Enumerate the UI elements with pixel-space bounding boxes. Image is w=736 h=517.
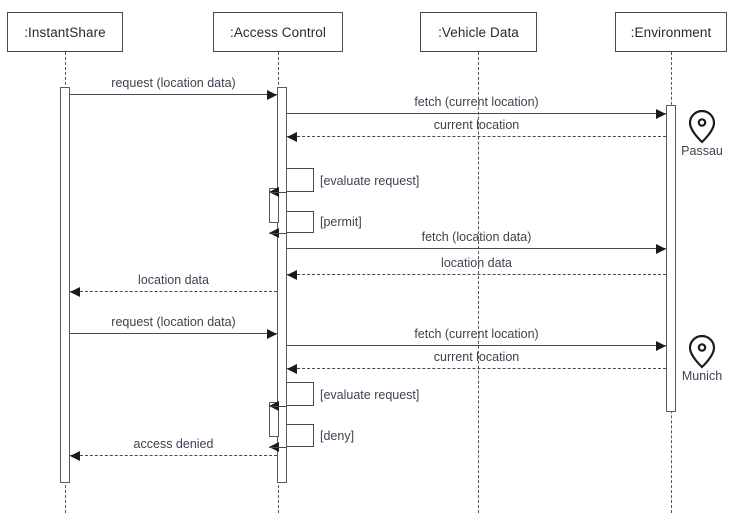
self-call-bracket <box>287 382 314 406</box>
arrow-head-left-icon <box>70 286 80 297</box>
activation-bar-environment <box>666 105 676 412</box>
self-call-return-line <box>269 447 287 448</box>
arrow-head-left-icon <box>287 363 297 374</box>
message-label: location data <box>441 256 512 270</box>
message-line <box>287 368 666 369</box>
message-label: request (location data) <box>111 315 236 329</box>
arrow-head-right-icon <box>656 340 666 351</box>
self-call-label: [deny] <box>320 429 355 443</box>
arrow-head-right-icon <box>656 243 666 254</box>
message-line <box>70 455 277 456</box>
self-call-bracket <box>287 424 314 447</box>
participant-environment[interactable]: :Environment <box>615 12 727 52</box>
location-pin-label: Munich <box>681 369 723 383</box>
message-label: fetch (current location) <box>414 95 539 109</box>
message-label: location data <box>138 273 209 287</box>
message-line <box>70 94 277 95</box>
message-line <box>287 274 666 275</box>
self-call-label: [evaluate request] <box>320 388 420 402</box>
self-call-bracket <box>287 168 314 192</box>
message-label: access denied <box>133 437 214 451</box>
self-call-return-line <box>269 192 287 193</box>
message-line <box>287 113 666 114</box>
message-label: request (location data) <box>111 76 236 90</box>
self-call-return-line <box>269 233 287 234</box>
self-call-label: [evaluate request] <box>320 174 420 188</box>
arrow-head-right-icon <box>656 108 666 119</box>
self-call-label: [permit] <box>320 215 362 229</box>
location-pin-passau <box>687 108 717 151</box>
map-marker-icon <box>688 334 716 369</box>
arrow-head-right-icon <box>267 89 277 100</box>
participant-access-control[interactable]: :Access Control <box>213 12 343 52</box>
arrow-head-left-icon <box>287 131 297 142</box>
message-label: fetch (current location) <box>414 327 539 341</box>
arrow-head-right-icon <box>267 328 277 339</box>
message-line <box>287 248 666 249</box>
arrow-head-left-icon <box>287 269 297 280</box>
location-pin-label: Passau <box>681 144 723 158</box>
self-call-return-line <box>269 406 287 407</box>
arrow-head-left-icon <box>70 450 80 461</box>
message-line <box>70 333 277 334</box>
message-line <box>287 136 666 137</box>
location-pin-munich <box>687 333 717 376</box>
message-label: current location <box>433 118 520 132</box>
message-label: fetch (location data) <box>421 230 532 244</box>
participant-instantshare[interactable]: :InstantShare <box>7 12 123 52</box>
lifeline-vehicle-data <box>478 52 479 513</box>
activation-bar-instantshare <box>60 87 70 483</box>
message-line <box>70 291 277 292</box>
map-marker-icon <box>688 109 716 144</box>
participant-vehicle-data[interactable]: :Vehicle Data <box>420 12 537 52</box>
message-line <box>287 345 666 346</box>
self-call-bracket <box>287 211 314 233</box>
message-label: current location <box>433 350 520 364</box>
activation-bar-access-control <box>277 87 287 483</box>
